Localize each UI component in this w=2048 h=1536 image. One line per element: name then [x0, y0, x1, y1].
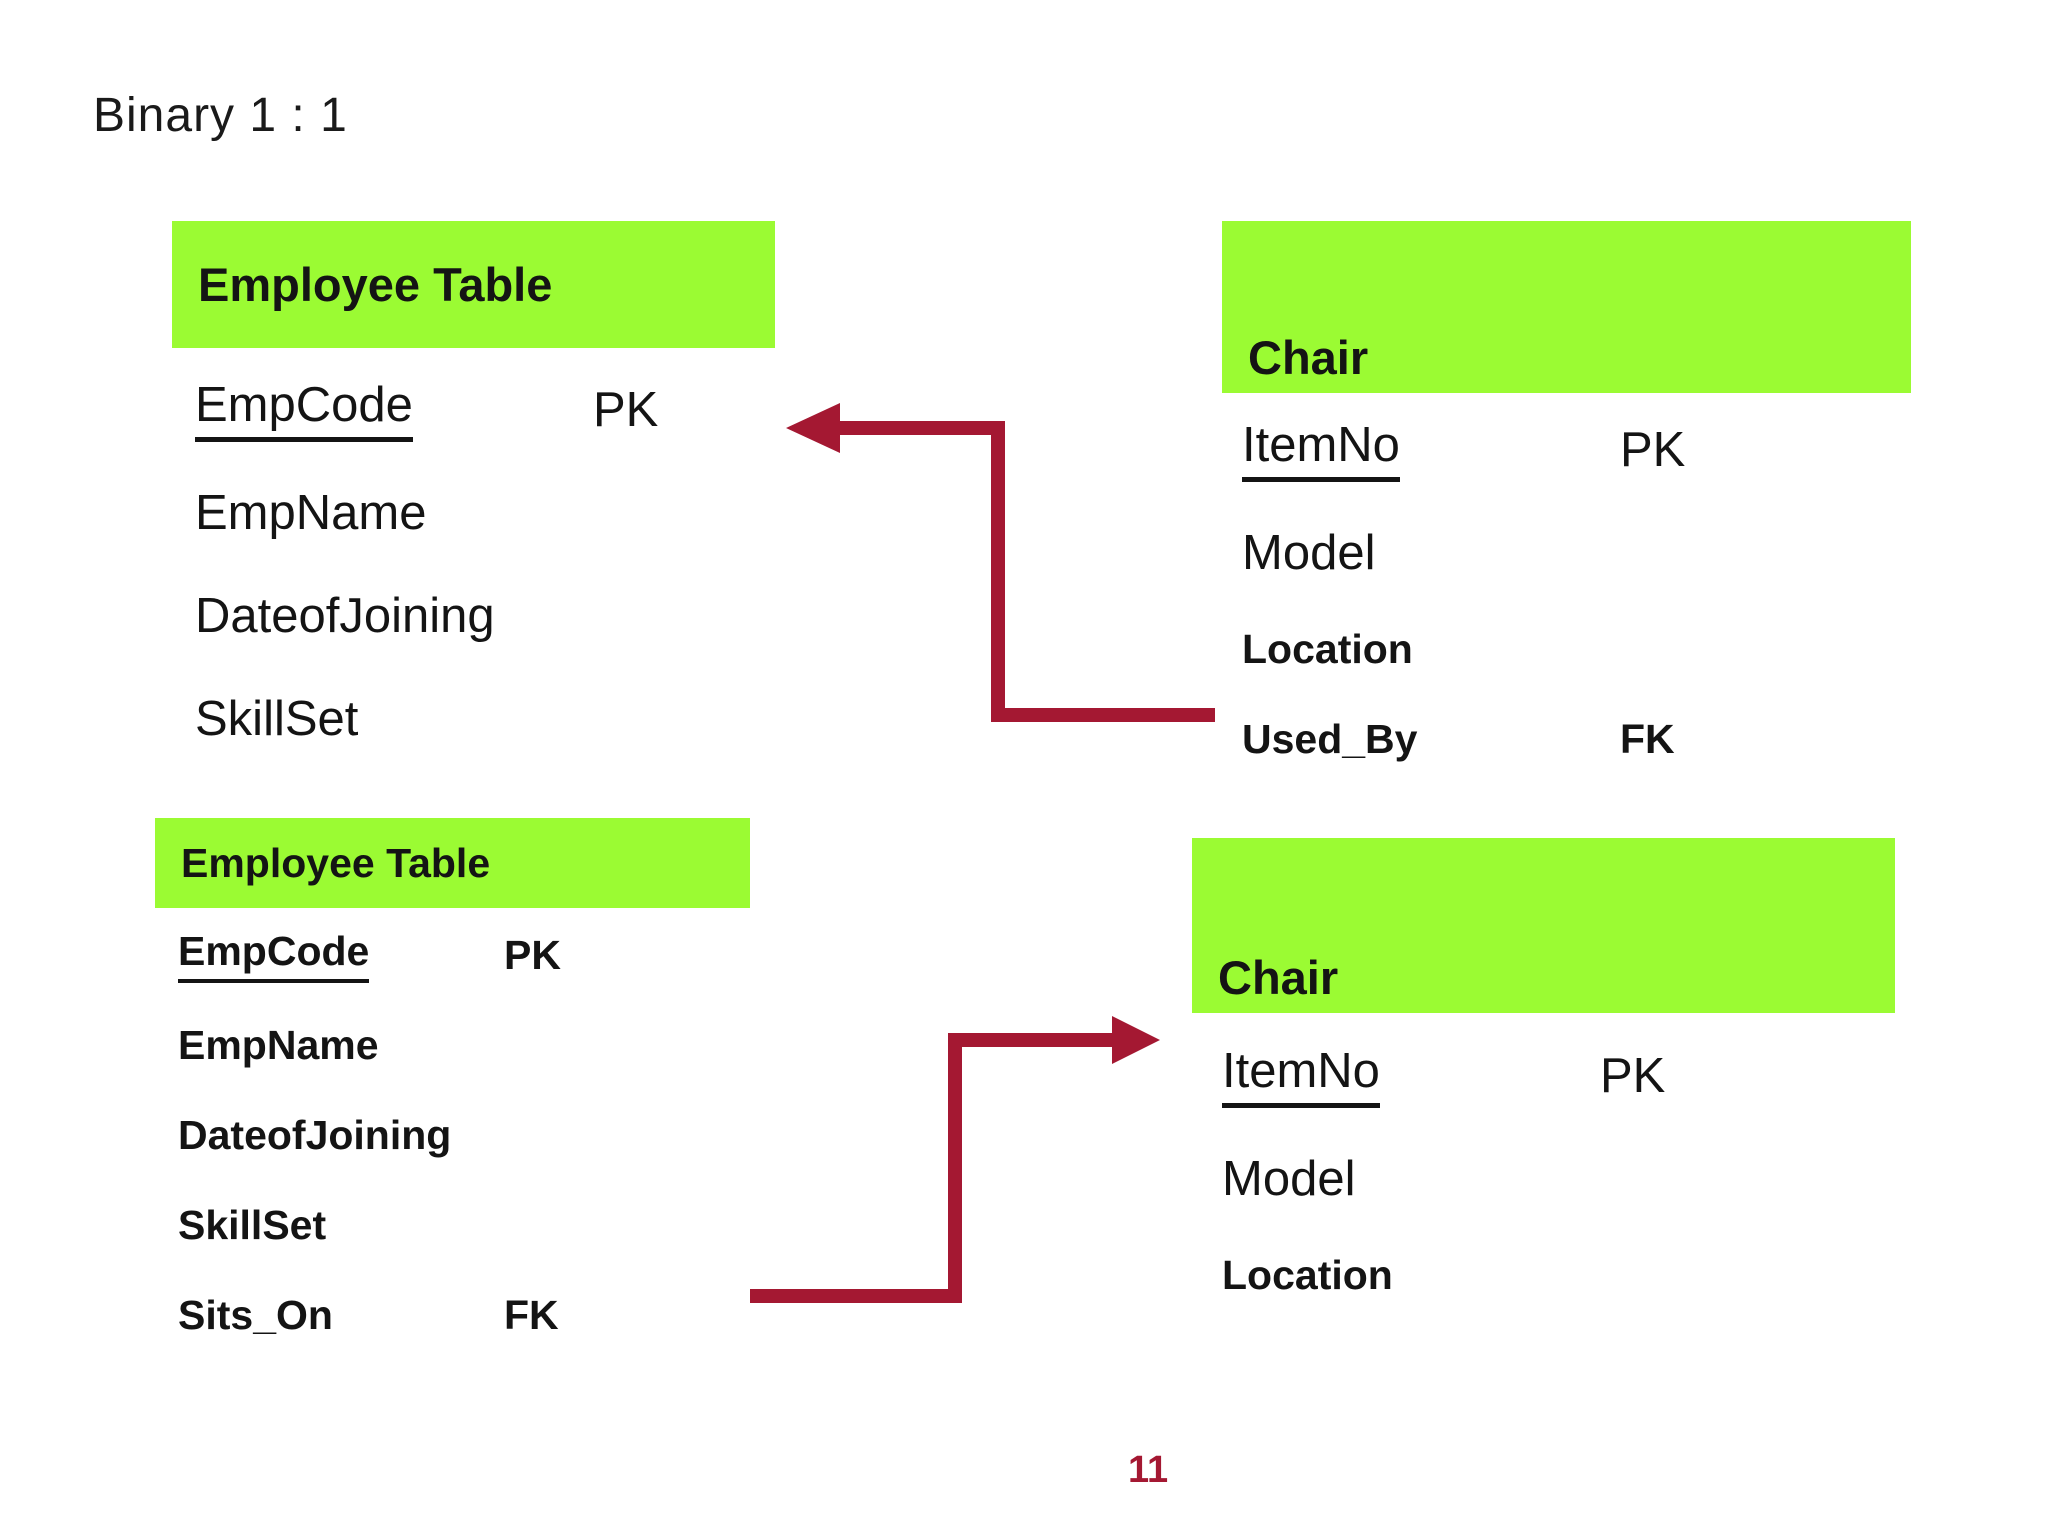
table-header-label: Employee Table	[181, 839, 491, 886]
table-header-label: Employee Table	[198, 258, 553, 311]
field-name: Used_By	[1242, 715, 1418, 762]
field-row: Location	[1222, 1230, 1393, 1320]
field-row: Model	[1222, 1127, 1393, 1230]
field-key-label: PK	[1620, 422, 1686, 477]
field-name: Model	[1222, 1151, 1356, 1206]
field-name: EmpName	[178, 1021, 379, 1068]
field-row: ItemNo PK	[1222, 1024, 1665, 1127]
table-header-employee-bottom: Employee Table	[155, 818, 750, 908]
field-name: Location	[1222, 1251, 1393, 1298]
field-key-label: FK	[504, 1291, 559, 1338]
field-row: EmpName	[178, 1000, 451, 1090]
field-row: Location	[1242, 604, 1417, 694]
field-name: SkillSet	[178, 1201, 327, 1248]
field-row: Used_By FK	[1242, 694, 1675, 784]
field-row: EmpCode PK	[195, 358, 658, 461]
field-name: Sits_On	[178, 1291, 333, 1338]
table-header-label: Chair	[1248, 331, 1369, 384]
page-title: Binary 1 : 1	[93, 89, 348, 142]
table-header-employee-top: Employee Table	[172, 221, 775, 348]
field-name: DateofJoining	[195, 588, 495, 643]
field-name: DateofJoining	[178, 1111, 452, 1158]
relationship-arrow-usedby-to-empcode	[786, 403, 1215, 722]
field-key-label: PK	[504, 931, 561, 978]
field-key-label: FK	[1620, 715, 1675, 762]
table-header-chair-bottom: Chair	[1192, 838, 1895, 1013]
table-header-chair-top: Chair	[1222, 221, 1911, 393]
table-header-label: Chair	[1218, 951, 1339, 1004]
field-row: EmpCode PK	[178, 910, 561, 1000]
arrowhead-left-icon	[786, 403, 840, 453]
field-key-label: PK	[593, 382, 659, 437]
field-row: EmpName	[195, 461, 495, 564]
field-name: EmpName	[195, 485, 427, 540]
field-row: Model	[1242, 501, 1417, 604]
field-name: EmpCode	[178, 928, 370, 983]
field-key-label: PK	[1600, 1048, 1666, 1103]
page-number: 11	[1128, 1449, 1169, 1491]
field-name: ItemNo	[1242, 417, 1400, 482]
field-name: ItemNo	[1222, 1043, 1380, 1108]
field-name: Location	[1242, 625, 1413, 672]
field-row: DateofJoining	[195, 564, 495, 667]
field-name: EmpCode	[195, 377, 413, 442]
field-row: DateofJoining	[178, 1090, 451, 1180]
field-row: SkillSet	[195, 667, 495, 770]
field-row: ItemNo PK	[1242, 398, 1685, 501]
field-name: Model	[1242, 525, 1376, 580]
field-name: SkillSet	[195, 691, 359, 746]
field-row: Sits_On FK	[178, 1270, 559, 1360]
relationship-arrow-sitson-to-itemno	[750, 1016, 1160, 1303]
arrowhead-right-icon	[1112, 1016, 1160, 1064]
field-row: SkillSet	[178, 1180, 451, 1270]
